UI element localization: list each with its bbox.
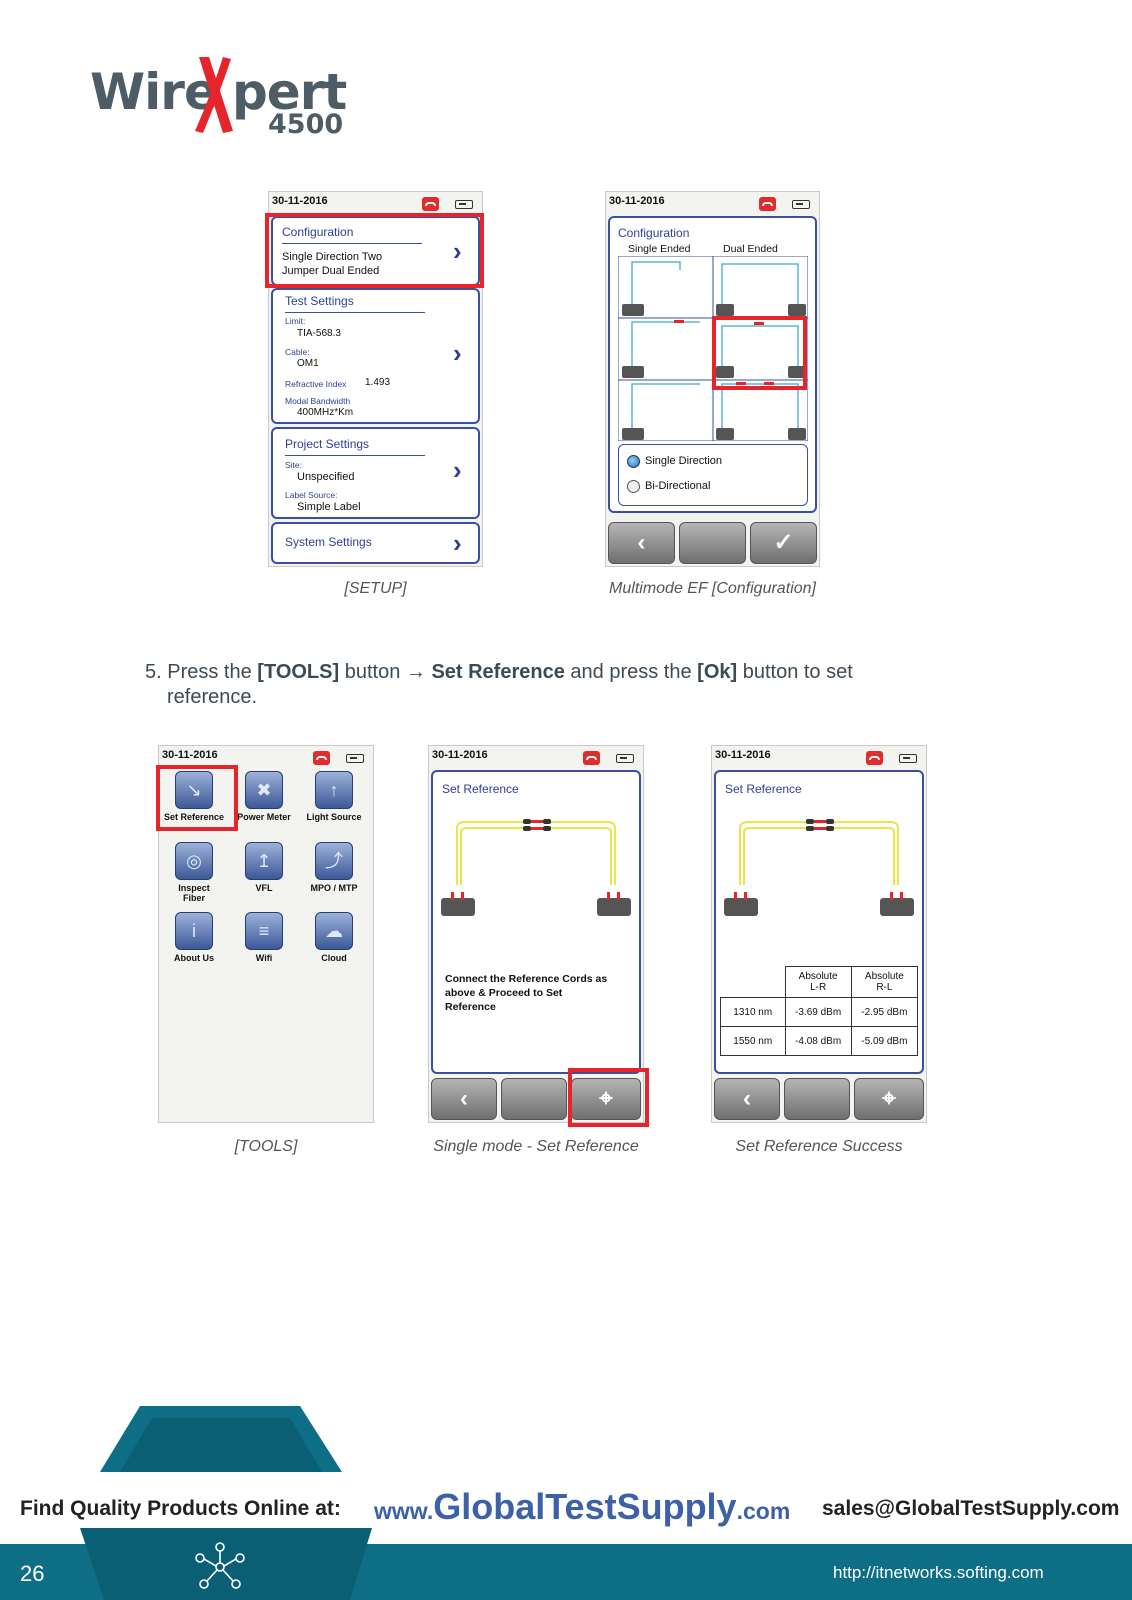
reference-cord-diagram (441, 819, 631, 916)
status-bar: 30-11-2016 (432, 749, 640, 767)
sales-email[interactable]: sales@GlobalTestSupply.com (822, 1497, 1120, 1520)
status-bar: 30-11-2016 (162, 749, 370, 767)
status-date: 30-11-2016 (162, 749, 218, 761)
configuration-panel[interactable]: Configuration Single Direction Two Jumpe… (271, 216, 480, 286)
set-reference-target-button[interactable]: ⌖ (854, 1078, 924, 1120)
dual-ended-highlight (712, 316, 807, 390)
status-date: 30-11-2016 (272, 195, 328, 207)
logo-x-mark (195, 57, 233, 133)
system-settings-panel[interactable]: System Settings › (271, 522, 480, 564)
tools-caption: [TOOLS] (234, 1138, 298, 1155)
configuration-highlight (265, 213, 484, 288)
light-source-tool[interactable]: ↑Light Source (299, 771, 369, 822)
chevron-right-icon: › (453, 236, 462, 266)
blank-button[interactable] (501, 1078, 567, 1120)
back-button[interactable]: ‹ (714, 1078, 780, 1120)
ok-button-highlight (568, 1068, 649, 1127)
light-source-icon: ↑ (315, 771, 353, 809)
power-meter-tool[interactable]: ✖Power Meter (229, 771, 299, 822)
table-row: 1310 nm -3.69 dBm -2.95 dBm (720, 997, 919, 1027)
power-meter-icon: ✖ (245, 771, 283, 809)
set-reference-screen: 30-11-2016 Set Reference Connect the Ref… (428, 745, 644, 1123)
cloud-tool[interactable]: ☁Cloud (299, 912, 369, 963)
status-bar: 30-11-2016 (272, 195, 479, 213)
battery-icon (899, 754, 917, 763)
configuration-caption: Multimode EF [Configuration] (609, 580, 816, 597)
battery-icon (346, 754, 364, 763)
status-bar: 30-11-2016 (609, 195, 816, 213)
step-5-instruction: 5. Press the [TOOLS] button → Set Refere… (145, 661, 853, 708)
configuration-screen: 30-11-2016 Configuration Single Ended Du… (605, 191, 820, 567)
cloud-upload-icon: ☁ (315, 912, 353, 950)
vfl-tool[interactable]: ↥VFL (229, 842, 299, 893)
blank-button[interactable] (784, 1078, 850, 1120)
success-caption: Set Reference Success (735, 1138, 903, 1155)
mpo-mtp-tool[interactable]: ⤴MPO / MTP (299, 842, 369, 893)
arrow-icon: → (405, 661, 426, 683)
set-reference-target-button[interactable]: ⌖ (571, 1078, 641, 1120)
set-reference-tool[interactable]: ↘Set Reference (159, 771, 229, 822)
mpo-mtp-icon: ⤴ (315, 842, 353, 880)
phone-icon (759, 197, 776, 211)
status-date: 30-11-2016 (715, 749, 771, 761)
phone-icon (422, 197, 439, 211)
phone-icon (583, 751, 600, 765)
set-reference-icon: ↘ (175, 771, 213, 809)
wifi-tool[interactable]: ≡Wifi (229, 912, 299, 963)
chevron-right-icon: › (453, 338, 462, 368)
ok-check-button[interactable]: ✓ (750, 522, 817, 564)
battery-icon (792, 200, 810, 209)
status-bar: 30-11-2016 (715, 749, 923, 767)
single-direction-radio[interactable] (627, 455, 640, 468)
tools-screen: 30-11-2016 ↘Set Reference ✖Power Meter ↑… (158, 745, 374, 1123)
page-number: 26 (20, 1561, 45, 1586)
test-settings-panel[interactable]: Test Settings Limit: TIA-568.3 Cable: OM… (271, 288, 480, 424)
inspect-fiber-icon: ◎ (175, 842, 213, 880)
wifi-icon: ≡ (245, 912, 283, 950)
find-products-text: Find Quality Products Online at: (20, 1497, 341, 1520)
set-reference-caption: Single mode - Set Reference (433, 1138, 639, 1155)
instruction-message: Connect the Reference Cords as above & P… (445, 973, 608, 1013)
blank-button[interactable] (679, 522, 746, 564)
set-reference-highlight (156, 765, 238, 831)
back-button[interactable]: ‹ (608, 522, 675, 564)
bi-directional-radio[interactable] (627, 480, 640, 493)
status-date: 30-11-2016 (432, 749, 488, 761)
phone-icon (866, 751, 883, 765)
global-test-supply-link[interactable]: www.GlobalTestSupply.com (374, 1486, 791, 1527)
phone-icon (313, 751, 330, 765)
wirexpert-logo: Wire pert 4500 (90, 55, 350, 145)
battery-icon (616, 754, 634, 763)
info-icon: i (175, 912, 213, 950)
project-settings-panel[interactable]: Project Settings Site: Unspecified Label… (271, 427, 480, 519)
battery-icon (455, 200, 473, 209)
setup-screen: 30-11-2016 Configuration Single Directio… (268, 191, 483, 567)
setup-caption: [SETUP] (344, 580, 407, 597)
configuration-options-panel: Configuration Single Ended Dual Ended (608, 216, 817, 513)
configuration-grid[interactable] (618, 256, 808, 441)
status-date: 30-11-2016 (609, 195, 665, 207)
softing-url[interactable]: http://itnetworks.softing.com (833, 1563, 1044, 1582)
direction-radio-group: Single Direction Bi-Directional (618, 444, 808, 506)
chevron-right-icon: › (453, 455, 462, 485)
reference-cord-diagram (724, 819, 914, 916)
back-button[interactable]: ‹ (431, 1078, 497, 1120)
table-row: 1550 nm -4.08 dBm -5.09 dBm (720, 1026, 919, 1056)
set-reference-panel: Set Reference Connect the Reference Cord… (431, 770, 641, 1074)
chevron-right-icon: › (453, 528, 462, 558)
network-logo-icon (195, 1542, 245, 1589)
vfl-icon: ↥ (245, 842, 283, 880)
